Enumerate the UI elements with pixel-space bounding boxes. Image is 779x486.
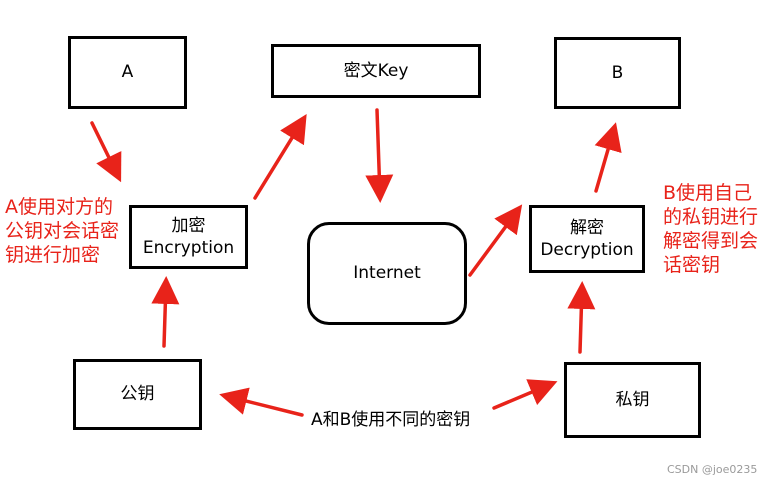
node-internet: Internet [307,222,467,325]
arrow-a-to-encryption [90,121,122,183]
node-public-key: 公钥 [73,359,202,430]
node-a: A [68,36,187,109]
node-encryption-label-en: Encryption [142,238,235,258]
node-decryption-label-en: Decryption [540,240,634,260]
note-left: A使用对方的 公钥对会话密 钥进行加密 [5,196,120,266]
arrow-label-to-public-key [219,387,304,417]
arrow-private-key-to-decryption [567,281,596,354]
watermark: CSDN @joe0235 [667,463,758,476]
node-cipher-key: 密文Key [271,44,481,98]
node-internet-label: Internet [353,263,421,284]
node-private-key-label: 私钥 [615,389,650,410]
node-private-key: 私钥 [564,362,701,438]
arrow-key-to-internet [365,108,394,203]
node-b: B [554,37,681,109]
arrow-public-key-to-encryption [151,276,180,348]
node-a-label: A [121,62,134,83]
arrow-label-to-private-key [492,379,558,410]
node-encryption: 加密 Encryption [129,205,248,269]
node-cipher-key-label: 密文Key [343,60,409,81]
node-b-label: B [611,62,624,83]
bottom-label: A和B使用不同的密钥 [311,410,471,430]
node-public-key-label: 公钥 [120,384,155,405]
arrow-decryption-to-b [594,122,622,193]
arrow-encryption-to-key [253,114,307,200]
node-decryption: 解密 Decryption [529,205,645,273]
arrow-internet-to-decryption [468,204,523,277]
node-encryption-label-cn: 加密 [171,215,206,236]
node-decryption-label-cn: 解密 [570,217,604,238]
note-right: B使用自己 的私钥进行 解密得到会 话密钥 [663,182,759,276]
